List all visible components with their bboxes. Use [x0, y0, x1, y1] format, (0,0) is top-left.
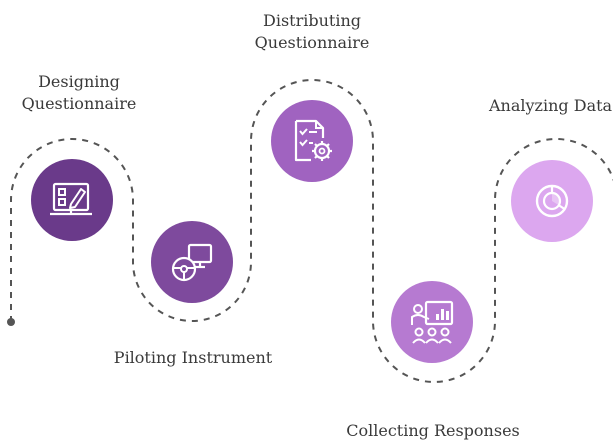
step-label-line: Analyzing Data: [489, 96, 613, 115]
step-node-distributing: [271, 100, 353, 182]
step-label-line: Questionnaire: [21, 94, 137, 113]
checklist-gear-icon: [294, 119, 332, 162]
step-node-designing: [31, 159, 113, 241]
step-label-line: Piloting Instrument: [113, 348, 273, 367]
step-node-analyzing: [511, 160, 593, 242]
steering-wheel-monitor-icon: [171, 243, 213, 282]
design-board-pencil-icon: [50, 182, 92, 216]
step-node-collecting: [391, 281, 473, 363]
step-label-analyzing: Analyzing Data: [489, 95, 613, 117]
step-label-collecting: Collecting Responses: [336, 420, 530, 442]
step-label-line: Questionnaire: [254, 33, 370, 52]
step-node-piloting: [151, 221, 233, 303]
step-label-designing: Designing Questionnaire: [14, 71, 144, 115]
presenter-audience-chart-icon: [411, 300, 454, 344]
step-label-line: Designing: [38, 72, 120, 91]
pie-chart-icon: [535, 184, 569, 218]
step-label-line: Distributing: [263, 11, 361, 30]
path-start-dot: [7, 318, 15, 326]
step-label-piloting: Piloting Instrument: [110, 347, 276, 369]
step-label-distributing: Distributing Questionnaire: [247, 10, 377, 54]
step-label-line: Collecting Responses: [346, 421, 520, 440]
